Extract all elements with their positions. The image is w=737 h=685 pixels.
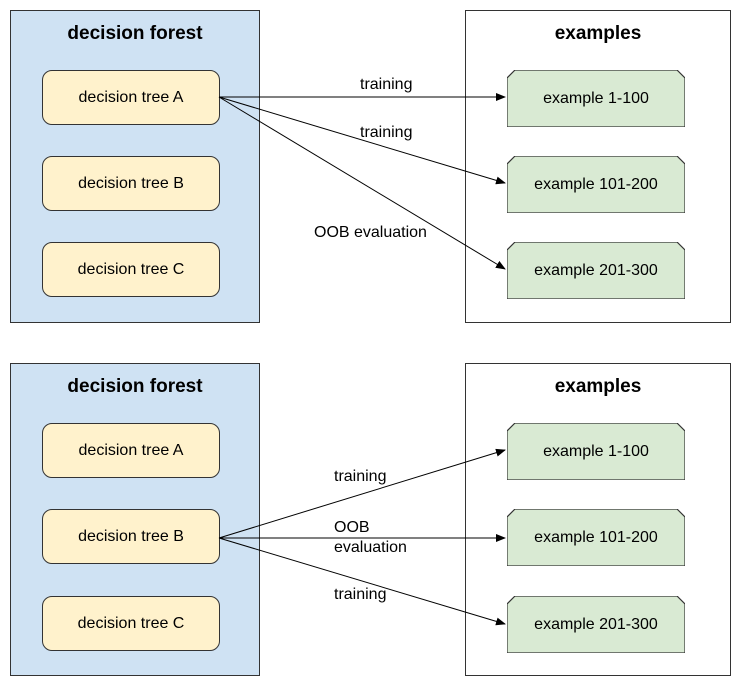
forest-title: decision forest	[67, 23, 203, 44]
edge-label-training: training	[334, 586, 387, 603]
example-201-300: example 201-300	[507, 242, 685, 299]
edge-label-training: training	[360, 124, 413, 141]
edge-label-evaluation: evaluation	[334, 539, 407, 556]
tree-c: decision tree C	[42, 242, 220, 297]
examples-panel-1: examples example 1-100 example 101-200 e…	[465, 10, 731, 323]
edge-label-training: training	[334, 468, 387, 485]
examples-title: examples	[554, 23, 642, 44]
example-1-100: example 1-100	[507, 423, 685, 480]
edge-label-oob-evaluation: OOB evaluation	[314, 224, 427, 241]
examples-panel-2: examples example 1-100 example 101-200 e…	[465, 363, 731, 676]
example-label: example 201-300	[534, 261, 658, 279]
tree-b: decision tree B	[42, 509, 220, 564]
forest-title: decision forest	[67, 376, 203, 397]
tree-a: decision tree A	[42, 70, 220, 125]
example-201-300: example 201-300	[507, 596, 685, 653]
forest-panel-1: decision forest decision tree A decision…	[10, 10, 260, 323]
examples-title: examples	[554, 376, 642, 397]
example-label: example 201-300	[534, 615, 658, 633]
tree-c: decision tree C	[42, 596, 220, 651]
edge-label-oob: OOB	[334, 519, 370, 536]
example-label: example 1-100	[543, 89, 649, 107]
example-label: example 1-100	[543, 442, 649, 460]
example-label: example 101-200	[534, 175, 658, 193]
example-101-200: example 101-200	[507, 509, 685, 566]
forest-panel-2: decision forest decision tree A decision…	[10, 363, 260, 676]
edge-label-training: training	[360, 76, 413, 93]
edge-a-to-201-300	[218, 96, 506, 270]
example-1-100: example 1-100	[507, 70, 685, 127]
tree-b: decision tree B	[42, 156, 220, 211]
example-101-200: example 101-200	[507, 156, 685, 213]
example-label: example 101-200	[534, 528, 658, 546]
tree-a: decision tree A	[42, 423, 220, 478]
